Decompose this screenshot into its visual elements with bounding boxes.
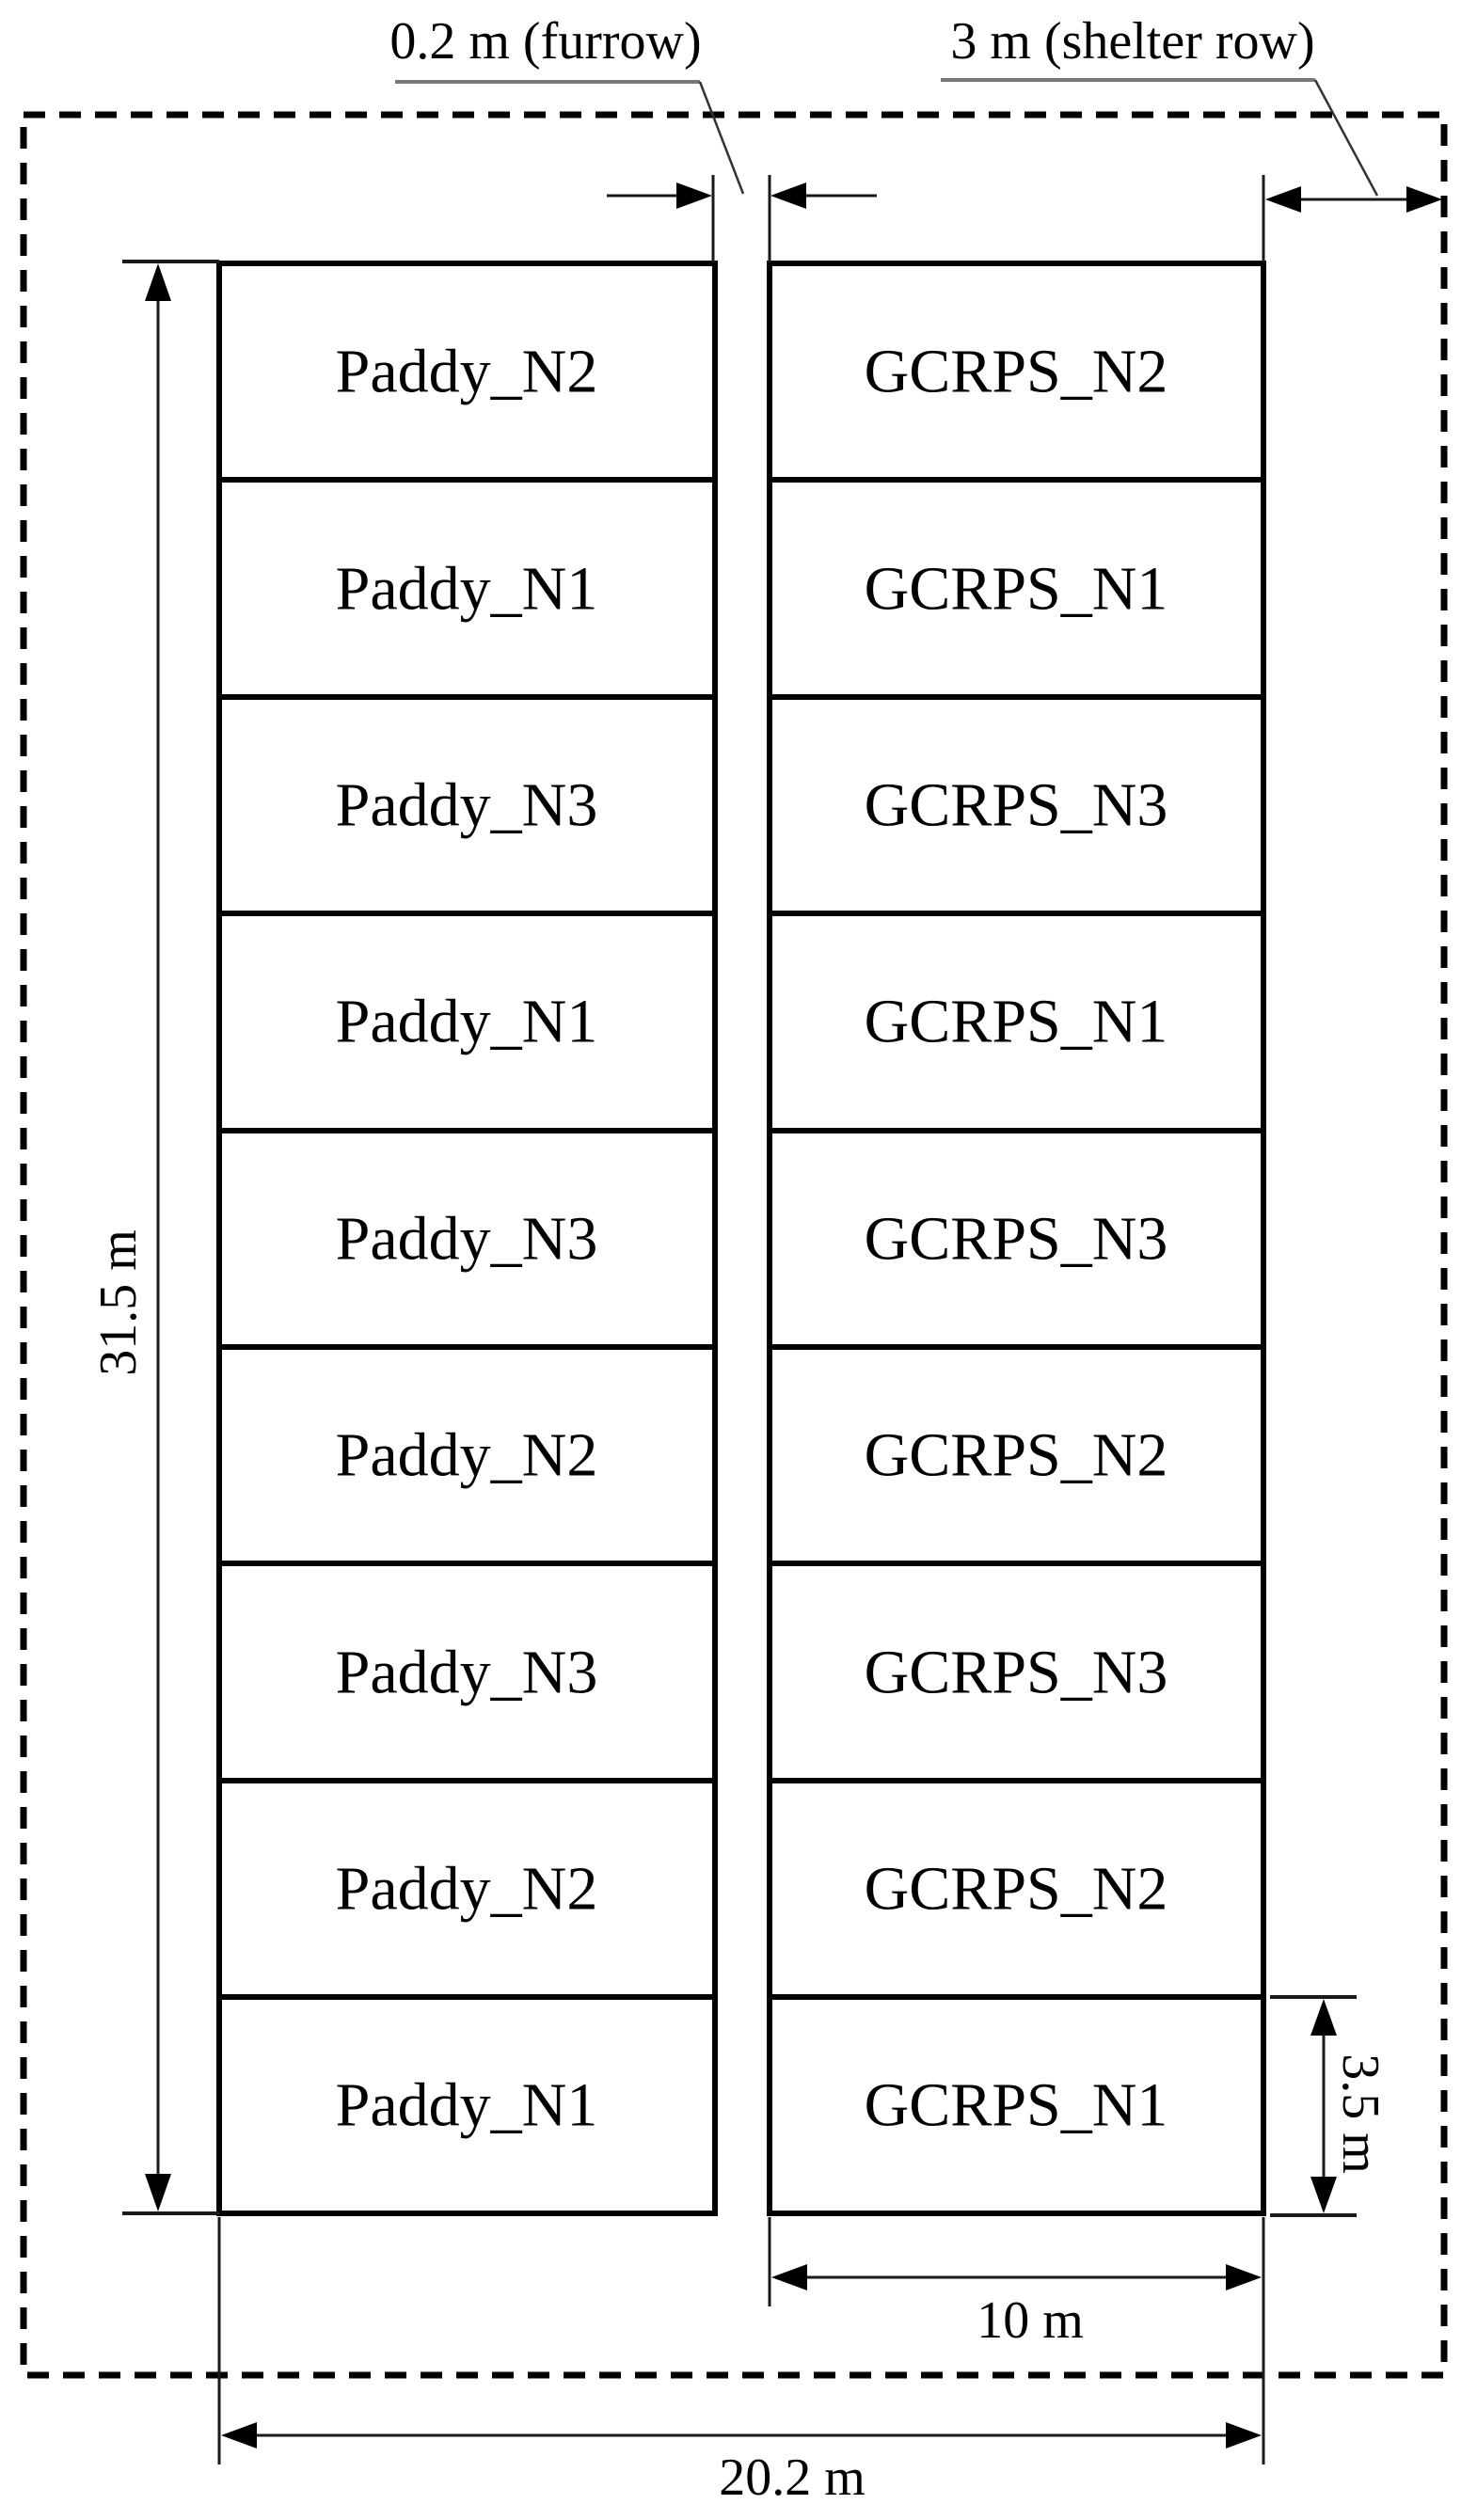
- arrow-up-icon: [1310, 1999, 1337, 2036]
- dimension-total-height: 31.5 m: [89, 260, 219, 2215]
- arrow-down-icon: [1310, 2177, 1337, 2213]
- paddy-column: Paddy_N2 Paddy_N1 Paddy_N3 Paddy_N1 Padd…: [216, 261, 718, 2216]
- plot-label: Paddy_N2: [336, 1855, 598, 1924]
- dimension-shelter-row: 3 m (shelter row): [941, 12, 1442, 262]
- plot-label: GCRPS_N3: [865, 1205, 1168, 1274]
- plot-gcrps-row6: [767, 1344, 1266, 1566]
- plot-paddy-row5: [216, 1128, 718, 1350]
- plot-label: Paddy_N1: [336, 555, 598, 624]
- plot-paddy-row7: [216, 1561, 718, 1783]
- dimension-total-width: 20.2 m: [217, 2217, 1265, 2507]
- plot-label: GCRPS_N3: [865, 771, 1168, 840]
- plot-label: GCRPS_N2: [865, 338, 1168, 406]
- arrow-right-icon: [1226, 2422, 1262, 2449]
- plot-gcrps-row7: [767, 1561, 1266, 1783]
- total-width-label: 20.2 m: [719, 2449, 866, 2507]
- plot-label: GCRPS_N3: [865, 1639, 1168, 1707]
- plot-label: Paddy_N2: [336, 338, 598, 406]
- total-height-label: 31.5 m: [89, 1229, 148, 1376]
- plot-paddy-row1: [216, 261, 718, 483]
- plot-label: Paddy_N1: [336, 988, 598, 1056]
- arrow-right-icon: [1406, 186, 1442, 213]
- dimension-plot-height: 3.5 m: [1270, 1995, 1390, 2217]
- plot-label: Paddy_N1: [336, 2071, 598, 2140]
- plot-gcrps-row8: [767, 1778, 1266, 2000]
- plot-gcrps-row3: [767, 694, 1266, 916]
- arrow-right-icon: [1226, 2264, 1262, 2290]
- plot-paddy-row8: [216, 1778, 718, 2000]
- arrow-up-icon: [145, 263, 171, 301]
- plot-paddy-row2: [216, 477, 718, 700]
- plot-label: Paddy_N3: [336, 1639, 598, 1707]
- plot-gcrps-row1: [767, 261, 1266, 483]
- plot-label: GCRPS_N1: [865, 988, 1168, 1056]
- furrow-label: 0.2 m (furrow): [389, 12, 701, 71]
- plot-label: GCRPS_N2: [865, 1421, 1168, 1490]
- shelter-leader-diagonal: [1313, 79, 1379, 197]
- plot-gcrps-row4: [767, 911, 1266, 1133]
- plot-paddy-row4: [216, 911, 718, 1133]
- gcrps-column: GCRPS_N2 GCRPS_N1 GCRPS_N3 GCRPS_N1 GCRP…: [767, 261, 1266, 2216]
- plot-gcrps-row5: [767, 1128, 1266, 1350]
- arrow-down-icon: [145, 2174, 171, 2211]
- arrow-left-icon: [221, 2422, 257, 2449]
- plot-paddy-row9: [216, 1994, 718, 2216]
- arrow-right-icon: [676, 182, 712, 209]
- arrow-left-icon: [1265, 186, 1301, 213]
- dimension-plot-width: 10 m: [768, 2217, 1262, 2350]
- plot-paddy-row6: [216, 1344, 718, 1566]
- furrow-leader-diagonal: [698, 81, 745, 195]
- plot-label: GCRPS_N2: [865, 1855, 1168, 1924]
- plot-height-label: 3.5 m: [1331, 2053, 1390, 2174]
- plot-label: Paddy_N3: [336, 1205, 598, 1274]
- plot-label: Paddy_N2: [336, 1421, 598, 1490]
- plot-gcrps-row9: [767, 1994, 1266, 2216]
- plot-label: GCRPS_N1: [865, 2071, 1168, 2140]
- arrow-left-icon: [771, 2264, 807, 2290]
- experiment-boundary-dashed-rect: [20, 111, 1448, 2379]
- plot-label: Paddy_N3: [336, 771, 598, 840]
- plot-label: GCRPS_N1: [865, 555, 1168, 624]
- arrow-left-icon: [770, 182, 806, 209]
- plot-gcrps-row2: [767, 477, 1266, 700]
- shelter-row-label: 3 m (shelter row): [950, 12, 1314, 71]
- plot-width-label: 10 m: [977, 2291, 1084, 2350]
- dimension-furrow: 0.2 m (furrow): [389, 12, 877, 262]
